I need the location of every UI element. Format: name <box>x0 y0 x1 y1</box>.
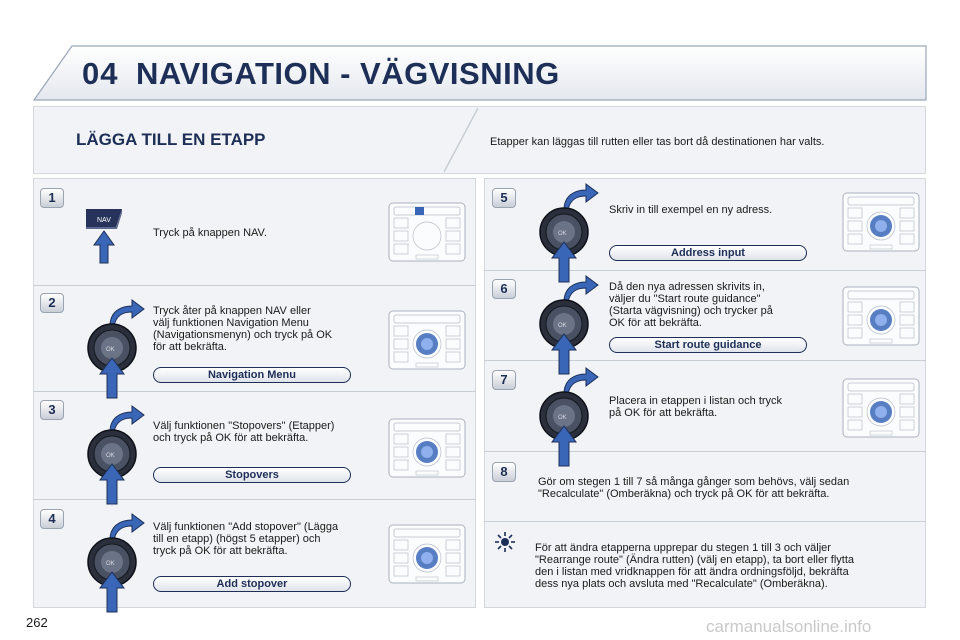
step-number-badge: 2 <box>40 293 64 313</box>
head-unit-illustration <box>388 310 466 375</box>
chapter-number: 04 <box>82 56 119 91</box>
chapter-title: NAVIGATION - VÄGVISNING <box>136 56 560 91</box>
step-divider <box>484 360 926 361</box>
step-number-badge: 3 <box>40 400 64 420</box>
intro-text: Etapper kan läggas till rutten eller tas… <box>490 136 825 148</box>
head-unit-illustration <box>388 524 466 589</box>
step-number-badge: 8 <box>492 462 516 482</box>
head-unit-illustration <box>842 192 920 257</box>
watermark: carmanualsonline.info <box>706 617 872 636</box>
rotate-arrow-icon <box>560 274 600 309</box>
step-number-badge: 6 <box>492 279 516 299</box>
step-number-badge: 4 <box>40 509 64 529</box>
rotary-knob-icon: OK <box>84 532 140 621</box>
nav-button-label: NAV <box>97 217 111 224</box>
head-unit-illustration <box>842 286 920 351</box>
step-number-badge: 1 <box>40 188 64 208</box>
rotate-arrow-icon <box>560 366 600 401</box>
nav-button-icon: NAV <box>82 205 132 270</box>
step-divider <box>33 285 476 286</box>
head-unit-illustration <box>388 202 466 267</box>
svg-text:OK: OK <box>558 231 567 237</box>
step-divider <box>33 499 476 500</box>
step-text: Välj funktionen "Stopovers" (Etapper)och… <box>153 420 335 444</box>
svg-text:OK: OK <box>558 415 567 421</box>
step-divider <box>484 521 926 522</box>
rotary-knob-icon: OK <box>536 294 592 383</box>
rotary-knob-icon: OK <box>536 202 592 291</box>
step-number-badge: 7 <box>492 370 516 390</box>
function-label-navigation-menu: Navigation Menu <box>153 367 351 383</box>
banner-divider <box>443 107 479 173</box>
rotary-knob-icon: OK <box>84 424 140 513</box>
rotate-arrow-icon <box>106 298 146 333</box>
head-unit-illustration <box>388 418 466 483</box>
svg-text:OK: OK <box>106 453 115 459</box>
step-text: Då den nya adressen skrivits in,väljer d… <box>609 281 773 329</box>
page-number: 262 <box>26 615 48 630</box>
step-text: Skriv in till exempel en ny adress. <box>609 204 773 216</box>
tip-text: För att ändra etapperna upprepar du steg… <box>535 542 855 590</box>
svg-text:OK: OK <box>558 323 567 329</box>
function-label-add-stopover: Add stopover <box>153 576 351 592</box>
chapter-header-band <box>32 44 928 102</box>
rotary-knob-icon: OK <box>84 318 140 407</box>
step-divider <box>484 451 926 452</box>
sun-icon <box>494 531 516 558</box>
step-divider <box>33 391 476 392</box>
svg-text:OK: OK <box>106 347 115 353</box>
step-text: Gör om stegen 1 till 7 så många gånger s… <box>538 476 850 500</box>
rotary-knob-icon: OK <box>536 386 592 475</box>
rotate-arrow-icon <box>106 512 146 547</box>
intro-banner <box>33 106 926 174</box>
function-label-start-route-guidance: Start route guidance <box>609 337 807 353</box>
function-label-stopovers: Stopovers <box>153 467 351 483</box>
rotate-arrow-icon <box>106 404 146 439</box>
function-label-address-input: Address input <box>609 245 807 261</box>
step-number-badge: 5 <box>492 188 516 208</box>
step-divider <box>484 270 926 271</box>
svg-text:OK: OK <box>106 561 115 567</box>
head-unit-illustration <box>842 378 920 443</box>
section-title: LÄGGA TILL EN ETAPP <box>76 130 266 149</box>
step-text: Tryck på knappen NAV. <box>153 227 267 239</box>
rotate-arrow-icon <box>560 182 600 217</box>
